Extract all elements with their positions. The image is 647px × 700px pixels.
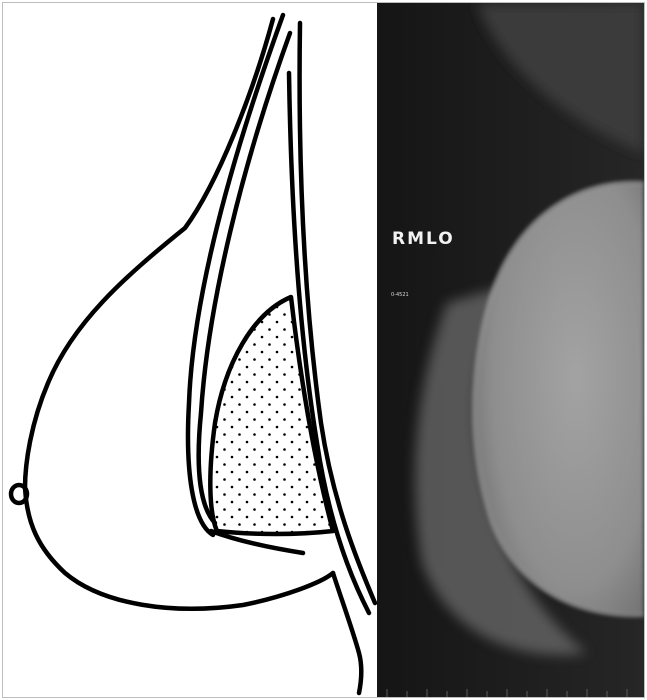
mammogram-image xyxy=(377,3,644,697)
small-annotation: 0-4521 xyxy=(391,292,409,298)
breast-implant-schematic xyxy=(3,3,377,697)
view-label: RMLO xyxy=(392,229,455,249)
